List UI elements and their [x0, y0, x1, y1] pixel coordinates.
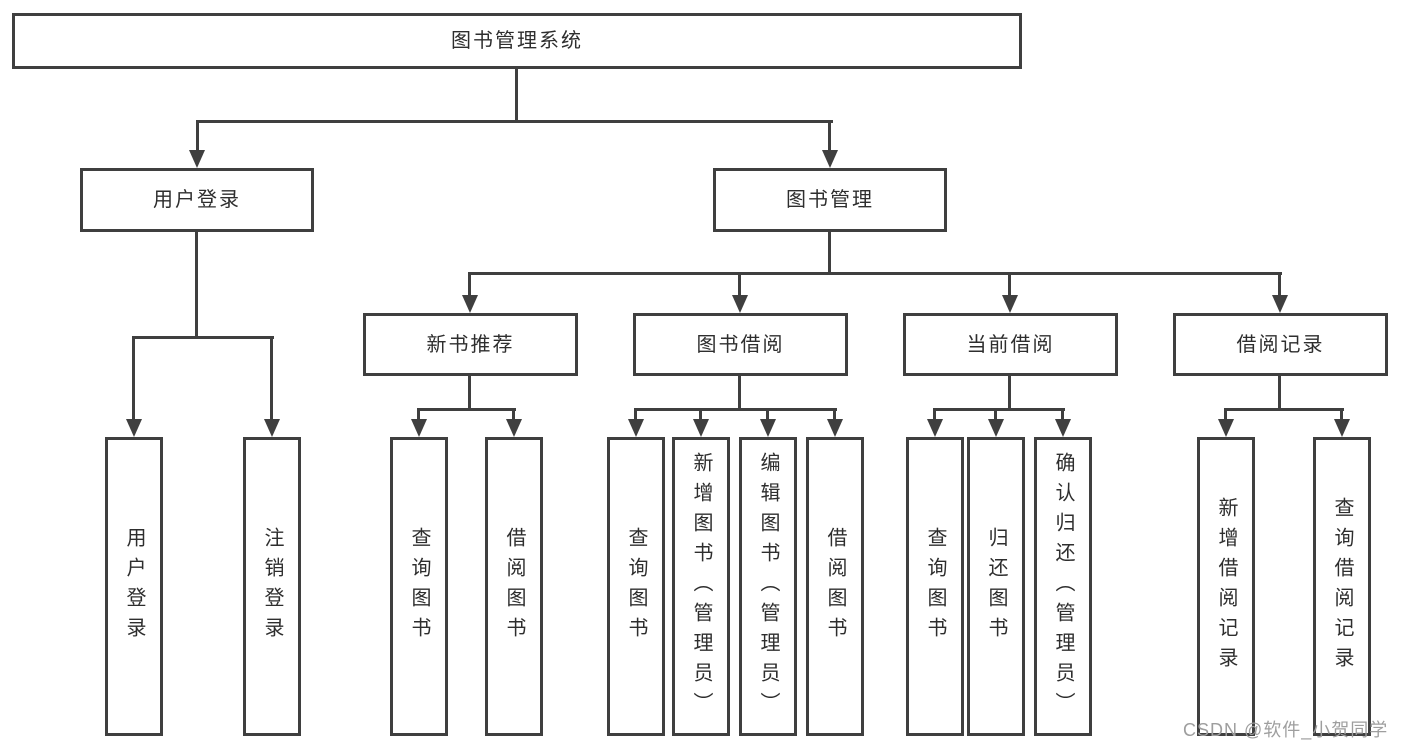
connector-root-hline [196, 120, 833, 123]
arrowhead-e1-icon [1218, 419, 1234, 437]
connector-recommend-hline [417, 408, 516, 411]
connector-borrow-hline [634, 408, 837, 411]
connector-current-shaft [1008, 272, 1011, 296]
connector-user-login-stem [195, 232, 198, 336]
connector-records-stem [1278, 376, 1281, 408]
leaf-borrow-books: 借阅图书 [806, 437, 864, 736]
node-new-book-recommend: 新书推荐 [363, 313, 578, 376]
arrowhead-records-icon [1272, 295, 1288, 313]
connector-book-mgmt-stem [828, 232, 831, 272]
connector-e1-shaft [1224, 408, 1227, 421]
connector-recommend-shaft [468, 272, 471, 296]
connector-recommend-stem [468, 376, 471, 408]
connector-d1-shaft [933, 408, 936, 421]
arrowhead-b2-icon [506, 419, 522, 437]
arrowhead-d1-icon [927, 419, 943, 437]
connector-b1-shaft [417, 408, 420, 421]
leaf-query-books-borrow: 查询图书 [607, 437, 665, 736]
connector-records-shaft [1278, 272, 1281, 296]
node-root: 图书管理系统 [12, 13, 1022, 69]
node-borrow-records: 借阅记录 [1173, 313, 1388, 376]
connector-c3-shaft [766, 408, 769, 421]
connector-records-hline [1224, 408, 1344, 411]
arrowhead-d2-icon [988, 419, 1004, 437]
leaf-edit-books-admin: 编辑图书（管理员） [739, 437, 797, 736]
arrowhead-leaf-logout-icon [264, 419, 280, 437]
connector-leaf-login-shaft [132, 336, 135, 420]
leaf-add-borrow-record: 新增借阅记录 [1197, 437, 1255, 736]
arrowhead-b1-icon [411, 419, 427, 437]
arrowhead-d3-icon [1055, 419, 1071, 437]
arrowhead-e2-icon [1334, 419, 1350, 437]
leaf-logout: 注销登录 [243, 437, 301, 736]
connector-c2-shaft [699, 408, 702, 421]
connector-current-stem [1008, 376, 1011, 408]
leaf-add-books-admin: 新增图书（管理员） [672, 437, 730, 736]
node-book-borrow: 图书借阅 [633, 313, 848, 376]
arrowhead-borrow-icon [732, 295, 748, 313]
leaf-confirm-return-admin: 确认归还（管理员） [1034, 437, 1092, 736]
connector-borrow-stem [738, 376, 741, 408]
connector-user-login-shaft [196, 120, 199, 152]
connector-c4-shaft [833, 408, 836, 421]
connector-book-mgmt-hline [468, 272, 1282, 275]
node-book-management: 图书管理 [713, 168, 947, 232]
csdn-watermark: CSDN @软件_小贺同学 [1183, 720, 1389, 740]
connector-e2-shaft [1340, 408, 1343, 421]
node-current-borrow: 当前借阅 [903, 313, 1118, 376]
connector-b2-shaft [512, 408, 515, 421]
arrowhead-c3-icon [760, 419, 776, 437]
connector-borrow-shaft [738, 272, 741, 296]
arrowhead-c4-icon [827, 419, 843, 437]
connector-root-stem [515, 66, 518, 120]
arrowhead-c2-icon [693, 419, 709, 437]
connector-c1-shaft [634, 408, 637, 421]
connector-leaf-logout-shaft [270, 336, 273, 420]
arrowhead-user-login-icon [189, 150, 205, 168]
leaf-return-books: 归还图书 [967, 437, 1025, 736]
connector-d2-shaft [994, 408, 997, 421]
connector-user-login-hline [132, 336, 274, 339]
arrowhead-book-mgmt-icon [822, 150, 838, 168]
leaf-query-books-recommend: 查询图书 [390, 437, 448, 736]
leaf-user-login: 用户登录 [105, 437, 163, 736]
leaf-query-borrow-record: 查询借阅记录 [1313, 437, 1371, 736]
connector-d3-shaft [1061, 408, 1064, 421]
arrowhead-leaf-login-icon [126, 419, 142, 437]
connector-current-hline [933, 408, 1065, 411]
connector-book-mgmt-shaft [828, 120, 831, 152]
leaf-borrow-books-recommend: 借阅图书 [485, 437, 543, 736]
arrowhead-current-icon [1002, 295, 1018, 313]
arrowhead-recommend-icon [462, 295, 478, 313]
node-user-login: 用户登录 [80, 168, 314, 232]
arrowhead-c1-icon [628, 419, 644, 437]
leaf-query-books-current: 查询图书 [906, 437, 964, 736]
